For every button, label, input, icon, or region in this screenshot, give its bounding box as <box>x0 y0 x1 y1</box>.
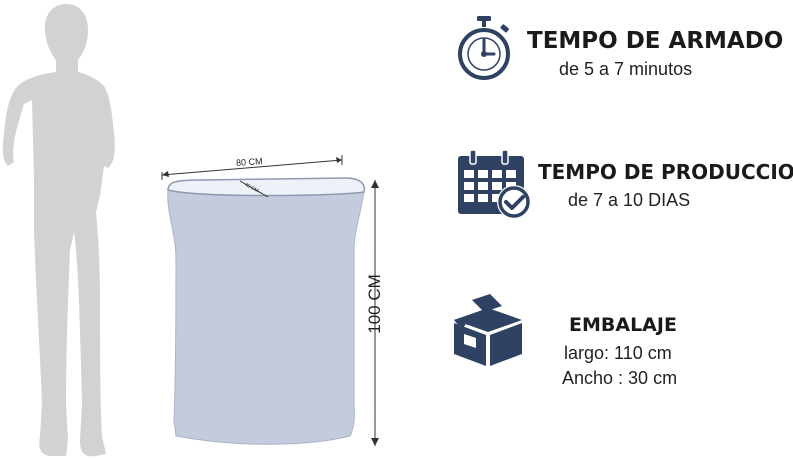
stopwatch-icon <box>458 16 510 80</box>
width-label: 80 CM <box>235 156 263 168</box>
counter-body <box>167 189 365 445</box>
package-box-icon <box>454 294 522 366</box>
feature-detail-ancho: Ancho : 30 cm <box>562 368 678 388</box>
calendar-check-icon <box>458 149 531 219</box>
human-silhouette <box>2 4 115 457</box>
feature-detail-armado: de 5 a 7 minutos <box>559 59 693 79</box>
feature-title-armado: TEMPO DE ARMADO <box>527 28 784 54</box>
feature-title-embalaje: EMBALAJE <box>569 314 677 336</box>
feature-detail-largo: largo: 110 cm <box>564 343 672 363</box>
counter-diagram <box>161 155 379 446</box>
counter-top <box>167 177 366 197</box>
height-label: 100 CM <box>365 274 384 334</box>
depth-arrow <box>239 180 269 198</box>
feature-detail-produccion: de 7 a 10 DIAS <box>568 190 691 210</box>
feature-title-produccion: TEMPO DE PRODUCCION <box>538 160 793 184</box>
width-arrow <box>161 159 343 176</box>
